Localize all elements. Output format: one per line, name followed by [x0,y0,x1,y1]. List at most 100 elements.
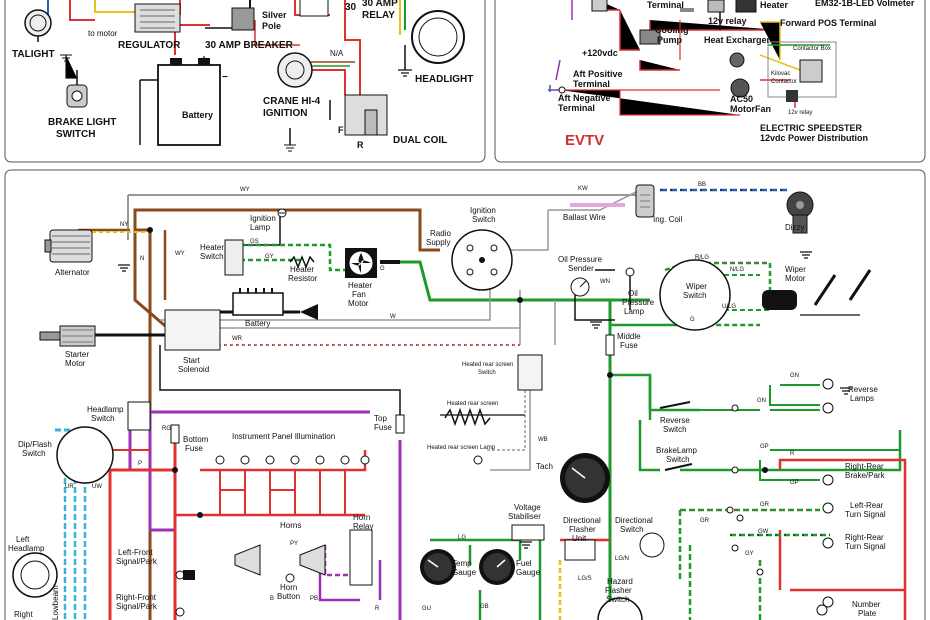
connector-marks [726,404,764,576]
top-fuse-icon [395,414,405,434]
taillight-label: TALIGHT [12,49,55,60]
relay-line2: RELAY [362,10,395,21]
tach-label: Tach [536,462,553,471]
fuel-gauge-icon [479,549,515,585]
speedster-line2: 12vdc Power Distribution [760,133,868,143]
rs-line2: Switch [663,425,687,434]
np-line1: Number [852,600,881,609]
aft-pos-line1: Aft Positive [573,69,623,79]
breaker-label: 30 AMP BREAKER [205,40,294,51]
top-left-labels: TALIGHT to motor REGULATOR 30 AMP BREAKE… [12,0,473,150]
wire-code-label: G [380,266,385,272]
mid-fuse-line1: Middle [617,332,641,341]
cooling-line2: Pump [657,35,683,45]
starter-line1: Starter [65,350,89,359]
bs-line1: BrakeLamp [656,446,697,455]
oil-pressure-sender-icon [570,277,590,297]
heated-rear-screen-lamp-icon [473,455,483,465]
ac50-line1: AC50 [730,94,753,104]
wire-code-label: LG [458,535,466,541]
hz-line2: Flasher [605,586,632,595]
crane-line1: CRANE HI-4 [263,96,321,107]
kilovac-line2: Contactor [771,79,797,85]
relay-30-label: 30 [345,2,357,13]
wire-code-label: R [790,451,795,457]
solenoid-line2: Solenoid [178,365,209,374]
wire-code-label: UW [92,484,102,490]
hrs-sw-line2: Switch [478,370,496,376]
dip-line2: Switch [22,449,46,458]
wire-code-label: GN [757,398,766,404]
radio-line2: Supply [426,238,450,247]
relay-line1: 30 AMP [362,0,398,9]
kilovac-line1: Kilovac [771,71,790,77]
directional-switch-icon [639,532,665,558]
aft-neg-line1: Aft Negative [558,93,611,103]
battery-plus: + [201,54,207,65]
wire-code-label: BB [698,182,706,188]
heater-sw-line1: Heater [200,243,224,252]
heated-rear-screen-label: Heated rear screen [447,401,498,407]
to-motor-label: to motor [88,29,118,38]
bottom-fuse-icon [170,424,180,444]
main-panel [4,169,926,620]
fan-line3: Motor [348,299,369,308]
bf-line1: Bottom [183,435,209,444]
opl-line2: Pressure [622,298,655,307]
wiper-switch-icon [659,259,731,331]
brake-switch-line1: BRAKE LIGHT [48,117,116,128]
dip-line1: Dip/Flash [18,440,52,449]
battery-main-label: Battery [245,319,270,328]
wire-code-label: RG [162,426,171,432]
top-left-panel [4,0,486,163]
r-label: R [357,140,364,150]
heater-label: Heater [760,0,789,10]
wire-code-label: B [270,596,274,602]
main-components [12,184,872,620]
rs-line1: Reverse [660,416,690,425]
rrb-line1: Right-Rear [845,462,884,471]
ignition-switch-icon [451,229,513,291]
rl-line1: Reverse [848,385,878,394]
reverse-switch-icon [659,401,691,409]
wire-code-label: PB [310,596,318,602]
headlight-label: HEADLIGHT [415,74,473,85]
bs-line2: Switch [666,455,690,464]
rrt-line2: Turn Signal [845,542,886,551]
wire-code-label: GR [700,518,710,524]
wire-code-label: NY [120,222,128,228]
wire-code-label: GU [422,606,431,612]
distributor-icon [786,191,814,234]
wire-code-label: GY [745,551,754,557]
junction-dots [147,227,768,518]
horns-icon [234,544,326,576]
ign-lamp-line1: Ignition [250,214,276,223]
fg-line2: Gauge [516,568,541,577]
wire-code-label: R [375,606,380,612]
wire-code-labels: WYNYNWYGSGYGWRWKWBBWNR/LGN/LGU/LGGGNGNGP… [65,182,799,612]
relay-12v-b-label: 12v relay [788,110,812,116]
fg-line1: Fuel [516,559,532,568]
wire-code-label: WY [175,251,185,257]
wire-code-label: GS [250,239,259,245]
wiper-m-line2: Motor [785,274,806,283]
dip-flash-switch-icon [56,426,114,484]
rrt-line1: Right-Rear [845,533,884,542]
silver-pole-line2: Pole [262,21,281,31]
ign-sw-line1: Ignition [470,206,496,215]
silver-pole-line1: Silver [262,10,287,20]
